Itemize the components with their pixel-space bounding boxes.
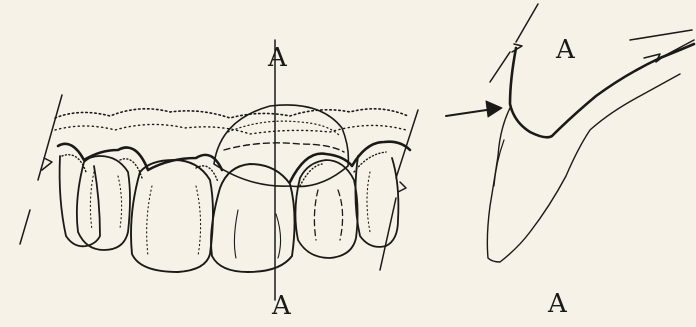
gum-upper-dotted — [55, 109, 408, 118]
tooth-left-central-inner — [147, 186, 201, 256]
section-label-profile-top: A — [555, 35, 576, 65]
profile-tooth-outline — [487, 74, 680, 262]
crown-dotted-inner — [228, 121, 340, 136]
crown-dashed-line — [224, 143, 344, 152]
tooth-left-lateral-inner — [90, 172, 121, 230]
profile-gum-contour — [510, 44, 694, 137]
tooth-right-lateral-dashed — [314, 190, 342, 240]
tooth-left-lateral-incisor — [77, 156, 130, 250]
tooth-right-canine-inner — [367, 172, 370, 232]
section-label-front-top: A — [267, 43, 288, 73]
tooth-right-lateral-incisor — [295, 160, 357, 258]
tooth-left-canine — [60, 156, 100, 246]
tooth-right-central-incisor — [211, 164, 295, 272]
frontal-view — [20, 40, 418, 300]
tooth-right-central-detail — [234, 210, 280, 258]
section-label-front-bottom: A — [271, 291, 292, 321]
tooth-right-canine — [355, 156, 398, 247]
margin-arrow-head — [486, 101, 502, 117]
profile-cut-line-top — [490, 4, 538, 82]
section-label-profile-bottom: A — [547, 289, 568, 319]
gum-middle-dotted — [55, 124, 406, 134]
